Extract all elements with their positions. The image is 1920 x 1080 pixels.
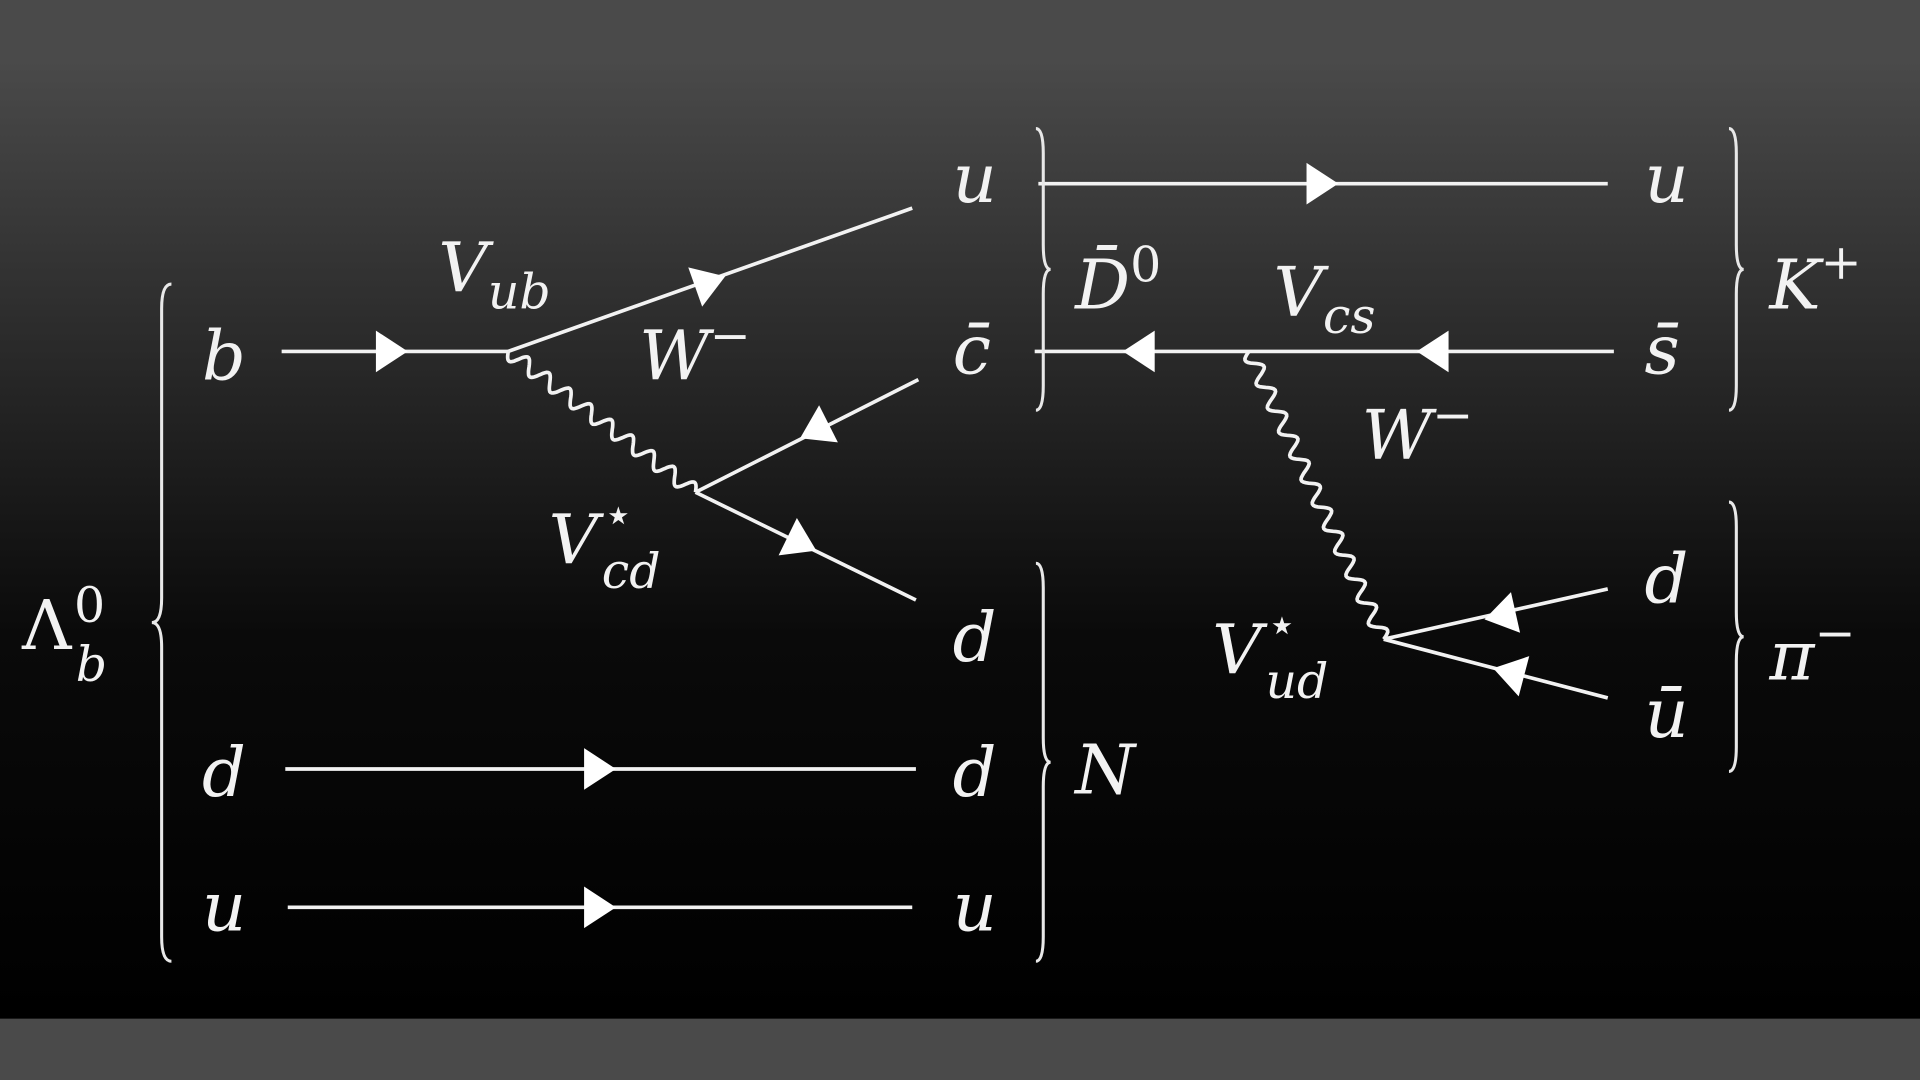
- arrow-left-icon: [1122, 330, 1155, 373]
- boson-w-label: W−: [639, 308, 751, 397]
- arrow-left-icon: [1484, 592, 1521, 633]
- nucleon-label: N: [1073, 730, 1137, 810]
- quark-cbar-mid: c̄: [953, 310, 991, 390]
- quark-u-out: u: [953, 868, 997, 948]
- dbar-meson-label: D̄0: [1073, 237, 1161, 326]
- quark-b-in: b: [202, 317, 246, 397]
- vertex-vcs-label: Vcs: [1273, 253, 1375, 345]
- arrow-right-icon: [584, 748, 616, 790]
- arrow-right-icon: [1306, 162, 1339, 205]
- w-boson-wavy-line-2: [1243, 350, 1390, 641]
- arrow-right-icon: [584, 886, 616, 929]
- arrow-right-icon: [778, 517, 817, 556]
- kaon-quark-sbar: s̄: [1644, 310, 1679, 390]
- vertex-vub-label: Vub: [438, 228, 550, 320]
- pion-quark-d: d: [1644, 539, 1688, 619]
- pion-quark-ubar: ū: [1644, 674, 1688, 754]
- arrow-right-icon: [375, 330, 408, 373]
- arrow-right-icon: [688, 267, 726, 307]
- brace-pion: [1728, 500, 1744, 773]
- w-boson-wavy-line: [505, 351, 698, 493]
- top-bar: [0, 0, 1920, 59]
- quark-u-in: u: [202, 868, 246, 948]
- quark-u-mid: u: [953, 139, 997, 219]
- quark-d-in: d: [202, 733, 246, 813]
- brace-lambda-b: [151, 282, 172, 963]
- arrow-left-icon: [1416, 330, 1449, 373]
- arrow-left-icon: [1493, 656, 1530, 697]
- bottom-bar: [0, 1018, 1920, 1080]
- arrow-left-icon: [800, 405, 838, 443]
- kaon-quark-u: u: [1644, 139, 1688, 219]
- pion-label: π−: [1768, 605, 1855, 696]
- brace-kaon: [1728, 127, 1744, 412]
- quark-d-out: d: [953, 733, 997, 813]
- quark-d-mid: d: [953, 598, 997, 678]
- boson-w2-label: W−: [1362, 387, 1474, 476]
- vertex-vcd-label: V⋆cd: [549, 486, 661, 599]
- diagram-background: [0, 58, 1920, 1019]
- vertex-vud-label: V⋆ud: [1212, 597, 1328, 710]
- kaon-label: K+: [1767, 234, 1861, 325]
